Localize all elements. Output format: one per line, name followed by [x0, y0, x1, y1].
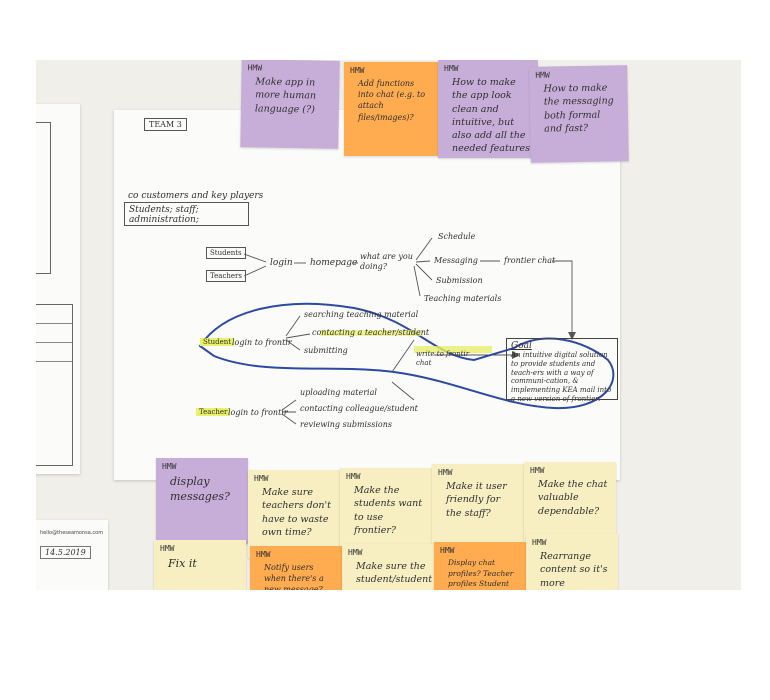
note-bottom-3: HMW Make the students want to use fronti…: [340, 468, 432, 556]
left-sheet: [36, 104, 80, 474]
note-tag: HMW: [346, 472, 361, 481]
note-lower-3: HMW Make sure the student/student: [342, 544, 434, 590]
note-tag: HMW: [348, 548, 363, 557]
poster: TEAM 3 co customers and key players Stud…: [114, 110, 620, 480]
card-date: 14.5.2019: [40, 546, 91, 559]
note-text: Fix it: [168, 557, 197, 570]
teacher-branch-label: Teacher: [196, 408, 231, 416]
note-text: Make sure teachers don't have to waste o…: [262, 487, 331, 538]
note-top-1: HMW Make app in more human language (?): [240, 60, 340, 149]
business-card: hello@theseamonsa.com 14.5.2019: [36, 520, 108, 590]
note-tag: HMW: [160, 544, 175, 553]
flow-schedule: Schedule: [438, 232, 476, 241]
note-text: How to make the messaging both formal an…: [543, 82, 614, 135]
customers-box: Students; staff; administration;: [124, 202, 249, 226]
note-tag: HMW: [440, 546, 455, 555]
goal-box: Goal An intuitive digital solution to pr…: [506, 338, 618, 403]
flow-submission: Submission: [436, 276, 483, 285]
teacher-item-3: reviewing submissions: [300, 420, 392, 429]
note-text: Make sure the student/student: [356, 561, 433, 586]
note-bottom-1: HMW display messages?: [156, 458, 248, 544]
teacher-branch-login: login to frontir: [228, 408, 288, 417]
note-bottom-2: HMW Make sure teachers don't have to was…: [248, 470, 340, 558]
note-text: Rearrange content so it's more understan…: [540, 551, 608, 589]
note-tag: HMW: [444, 64, 459, 73]
card-email: hello@theseamonsa.com: [40, 530, 104, 536]
note-lower-5: HMW Rearrange content so it's more under…: [526, 534, 618, 590]
flow-question: what are you doing?: [360, 252, 413, 272]
flow-frontier: frontier chat: [504, 256, 556, 265]
note-text: Make it user friendly for the staff?: [446, 481, 507, 519]
note-top-3: HMW How to make the app look clean and i…: [438, 60, 538, 158]
flow-lines: [198, 237, 615, 425]
note-tag: HMW: [350, 66, 365, 75]
flow-students: Students: [206, 247, 246, 259]
student-item-3: submitting: [304, 346, 348, 355]
note-text: Add functions into chat (e.g. to attach …: [358, 79, 426, 122]
flow-teachers: Teachers: [206, 270, 246, 282]
note-lower-2: HMW Notify users when there's a new mess…: [250, 546, 342, 590]
note-lower-1: HMW Fix it: [154, 540, 246, 590]
note-top-4: HMW How to make the messaging both forma…: [529, 65, 629, 163]
note-top-2: HMW Add functions into chat (e.g. to att…: [344, 62, 440, 156]
team-label: TEAM 3: [144, 118, 187, 131]
note-tag: HMW: [254, 474, 269, 483]
customers-line: Students; staff; administration;: [129, 205, 199, 225]
note-lower-4: HMW Display chat profiles? Teacher profi…: [434, 542, 526, 590]
student-item-1: searching teaching material: [304, 310, 419, 319]
flow-homepage: homepage: [310, 258, 358, 268]
flow-login: login: [270, 258, 293, 268]
note-tag: HMW: [162, 462, 177, 471]
student-item-2: contacting a teacher/student: [312, 328, 430, 337]
teacher-item-1: uploading material: [300, 388, 377, 397]
teacher-item-2: contacting colleague/student: [300, 404, 418, 413]
goal-title: Goal: [511, 341, 532, 351]
note-text: display messages?: [170, 475, 230, 504]
note-bottom-4: HMW Make it user friendly for the staff?: [432, 464, 524, 554]
note-tag: HMW: [532, 538, 547, 547]
note-text: Make app in more human language (?): [254, 76, 317, 116]
student-branch-login: login to frontir: [232, 338, 292, 347]
note-tag: HMW: [438, 468, 453, 477]
sheet-table: [36, 304, 73, 466]
sheet-sketch-frame: [36, 122, 51, 274]
note-text: Display chat profiles? Teacher profiles …: [448, 558, 514, 590]
note-tag: HMW: [530, 466, 545, 475]
note-text: Make the chat valuable dependable?: [538, 479, 608, 517]
note-text: Notify users when there's a new message?: [264, 563, 324, 590]
note-tag: HMW: [535, 70, 550, 80]
customers-title: co customers and key players: [128, 191, 264, 201]
note-tag: HMW: [247, 63, 263, 73]
flow-materials: Teaching materials: [424, 294, 502, 303]
note-tag: HMW: [256, 550, 271, 559]
student-branch-label: Student: [200, 338, 235, 346]
write-label: write to frontir chat: [416, 350, 470, 368]
goal-text: An intuitive digital solution to provide…: [511, 351, 612, 403]
note-text: Make the students want to use frontier?: [354, 485, 423, 536]
note-text: How to make the app look clean and intui…: [452, 77, 530, 155]
photo: hello@theseamonsa.com 14.5.2019 TEAM 3 c…: [36, 60, 741, 590]
flow-messaging: Messaging: [434, 256, 478, 265]
